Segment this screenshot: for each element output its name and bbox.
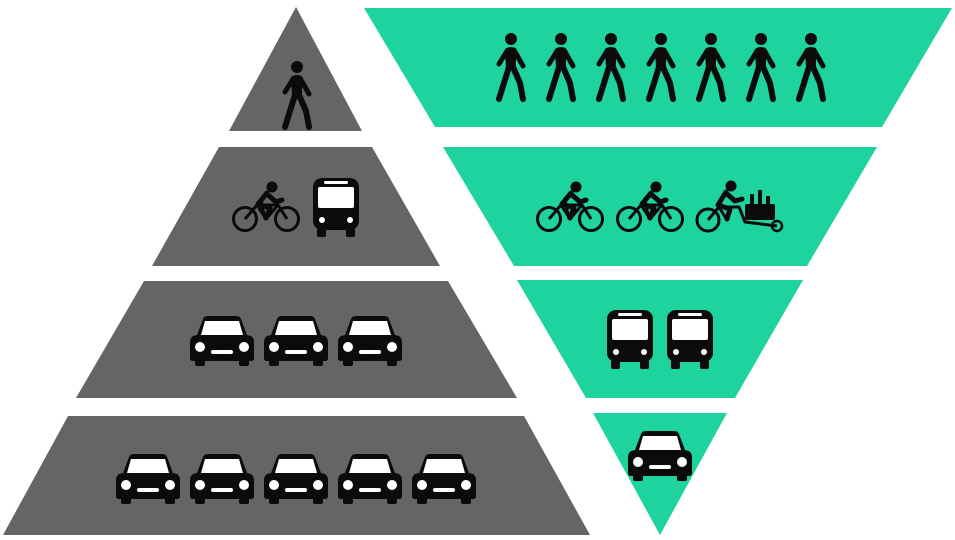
people-pyramid	[364, 8, 952, 535]
bus-icon	[607, 310, 653, 369]
car-pyramid-tier-3-icons	[190, 316, 402, 366]
car-pyramid	[3, 7, 590, 535]
bus-icon	[313, 178, 359, 237]
car-pyramid-tier-2	[152, 147, 440, 266]
bus-icon	[667, 310, 713, 369]
people-pyramid-tier-3	[517, 280, 803, 398]
